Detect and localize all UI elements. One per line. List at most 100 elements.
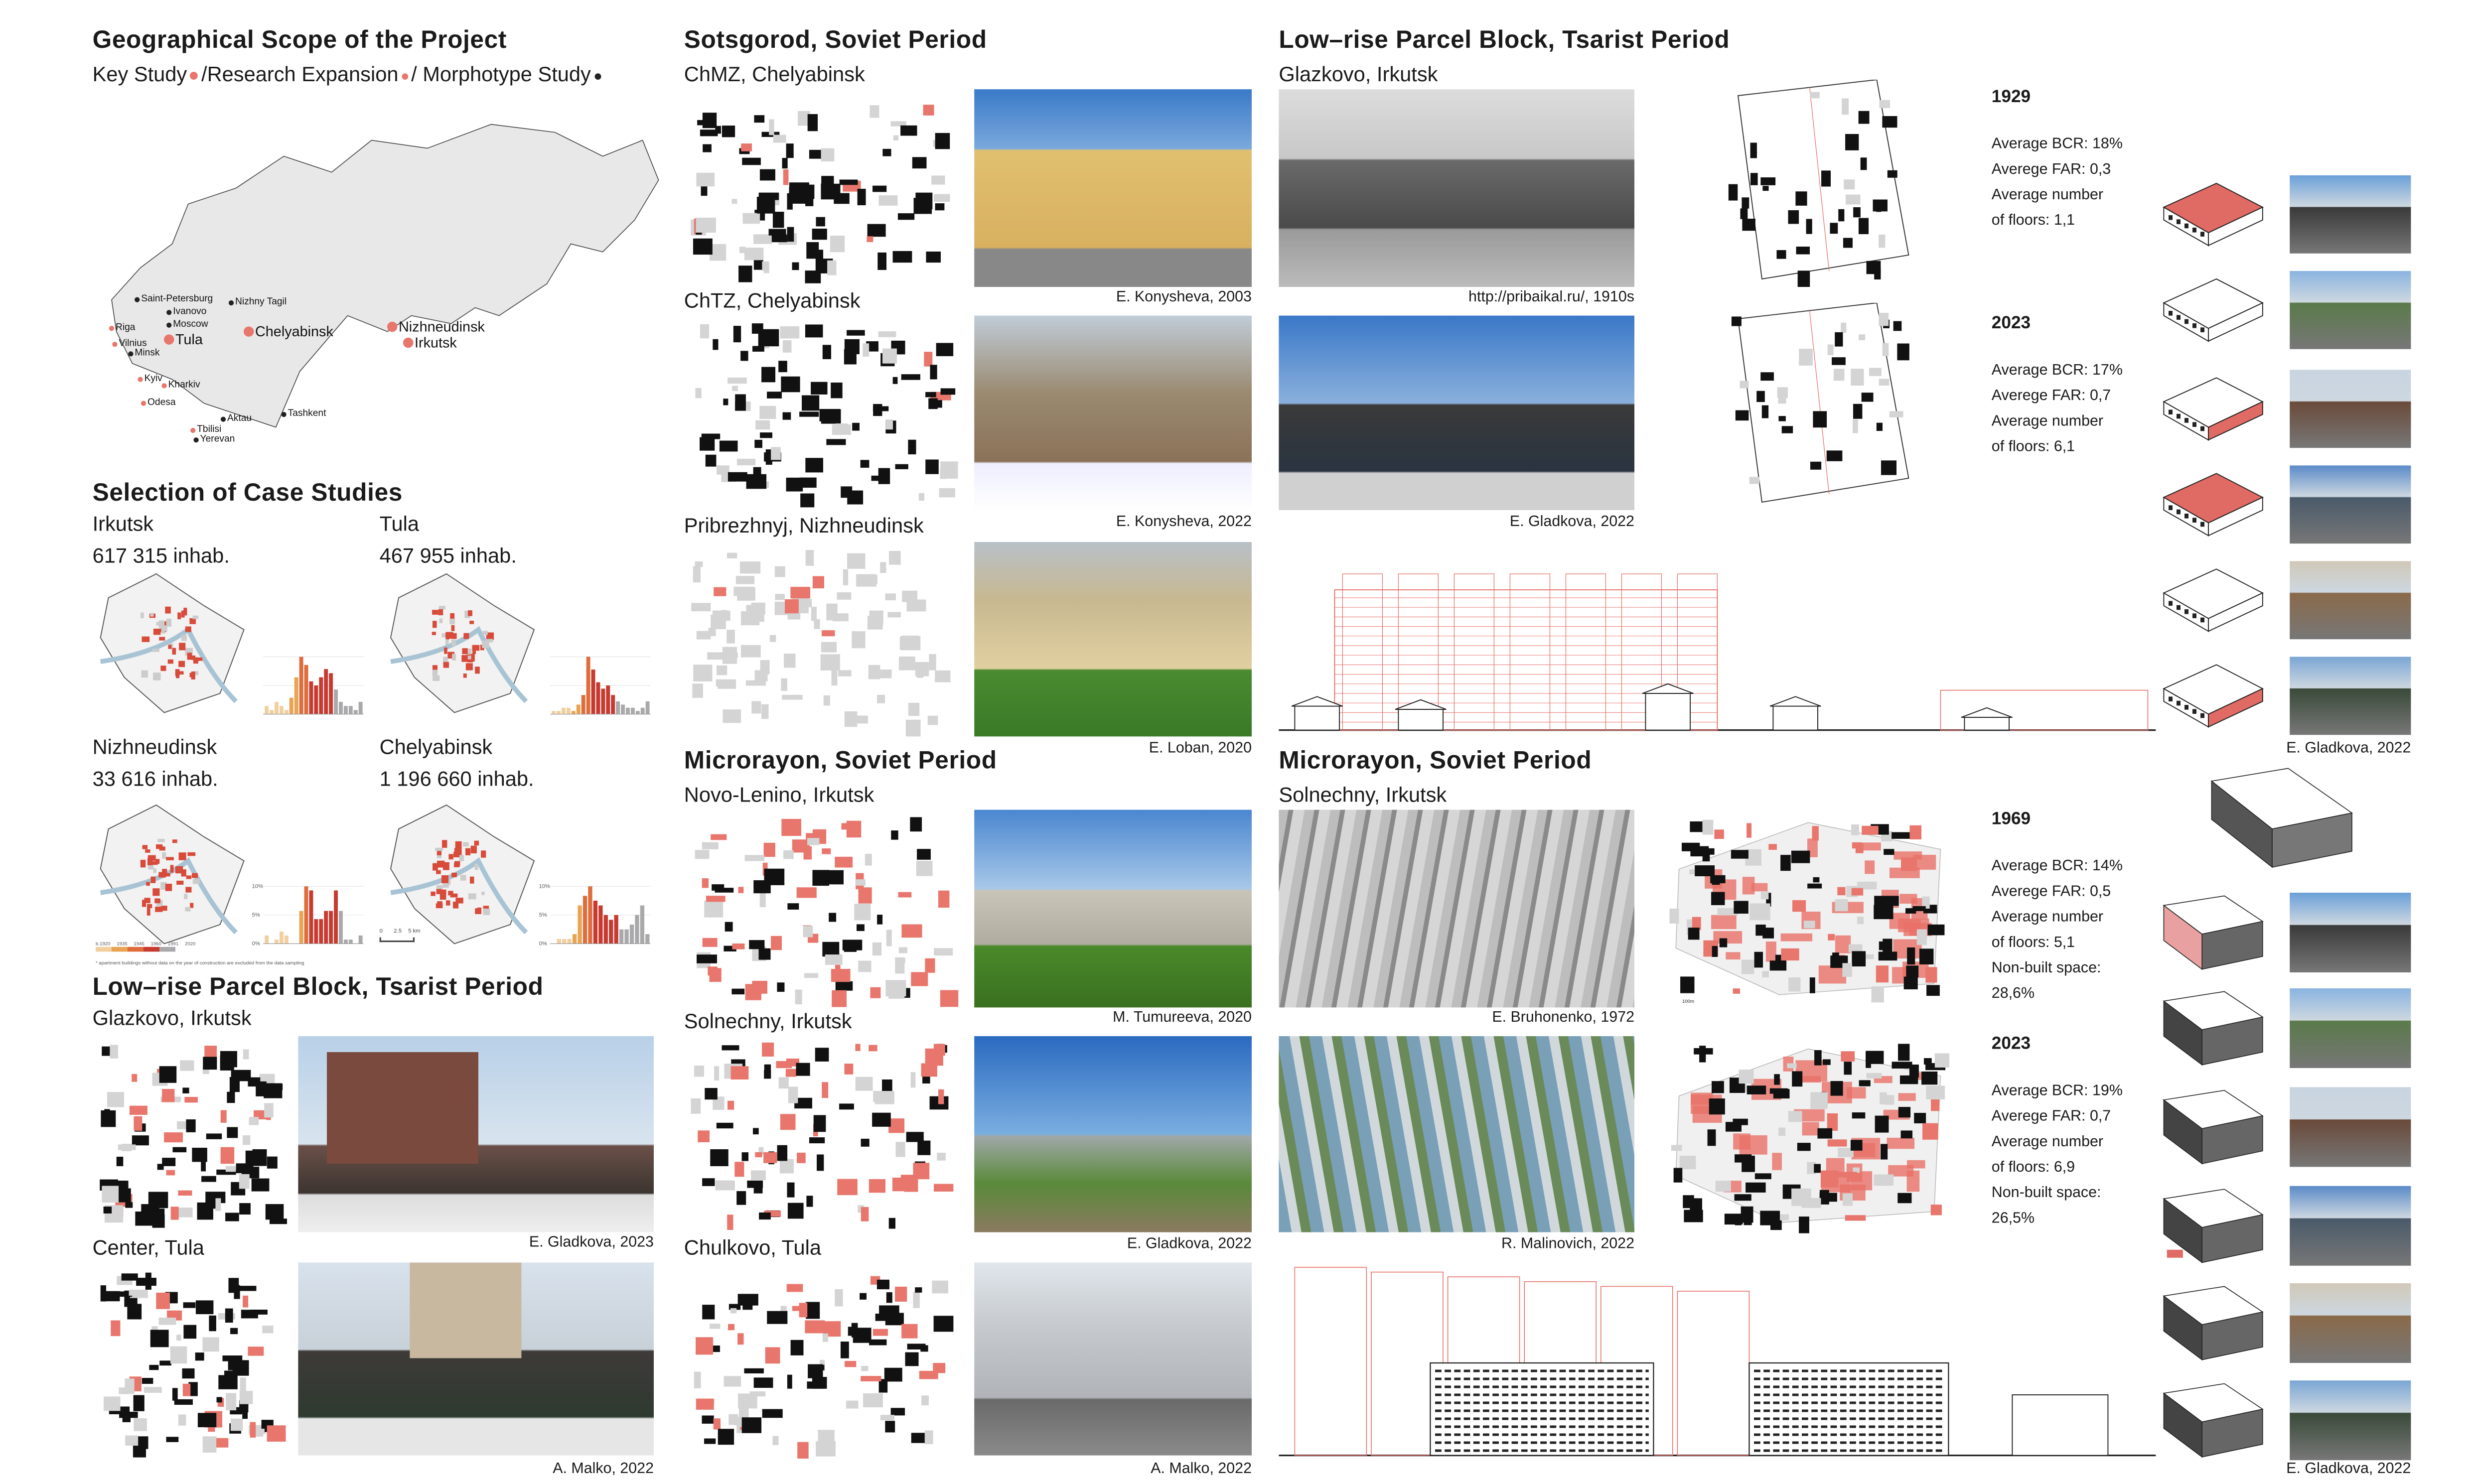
site-photo: [2290, 1380, 2411, 1461]
caption: A. Malko, 2022: [553, 1460, 654, 1478]
building-footprint: [938, 1089, 944, 1104]
building-footprint: [197, 1413, 217, 1428]
building-footprint: [1787, 1063, 1797, 1069]
building-mark: [462, 648, 468, 655]
site-photo: [2290, 271, 2411, 349]
sotsgorod-sub1: ChMZ, Chelyabinsk: [684, 62, 865, 86]
city-label: Ivanovo: [173, 306, 206, 316]
tower-outline: [1677, 573, 1718, 731]
building-footprint: [697, 120, 707, 126]
histogram: [263, 656, 364, 715]
building-footprint: [736, 458, 756, 466]
micro-mid-sub3: Chulkovo, Tula: [684, 1235, 821, 1259]
caption: M. Tumureeva, 2020: [1113, 1009, 1252, 1027]
window: [2177, 605, 2181, 610]
building-footprint: [1822, 1059, 1831, 1065]
building-footprint: [901, 635, 919, 649]
building-footprint: [787, 227, 794, 242]
building-footprint: [835, 856, 853, 868]
scale-line: [379, 937, 415, 943]
window: [2192, 422, 2196, 427]
city-label: Tbilisi: [197, 424, 221, 434]
building-footprint: [1845, 1215, 1866, 1221]
isometric-building: [2163, 1089, 2264, 1165]
building-footprint: [135, 1212, 152, 1226]
building-footprint: [1780, 855, 1791, 871]
caption: E. Bruhonenko, 1972: [1492, 1009, 1634, 1027]
building-footprint: [732, 386, 738, 391]
building-footprint: [806, 1196, 813, 1207]
building-footprint: [243, 1295, 249, 1308]
tsarist-left-sub1: Glazkovo, Irkutsk: [92, 1006, 252, 1030]
building-footprint: [852, 422, 860, 431]
building-footprint: [1814, 1050, 1822, 1066]
building-mark: [432, 632, 436, 635]
building-footprint: [938, 890, 950, 908]
building-footprint: [846, 820, 862, 838]
building-footprint: [129, 1289, 148, 1296]
building-footprint: [920, 1345, 928, 1352]
building-footprint: [892, 1177, 910, 1192]
building-footprint: [861, 1365, 869, 1371]
building-footprint: [1778, 1127, 1786, 1136]
building-footprint: [1762, 186, 1769, 191]
building-footprint: [188, 1382, 198, 1396]
histogram-bar: [576, 704, 581, 714]
histogram-bar: [324, 669, 328, 714]
building-footprint: [202, 1436, 217, 1453]
building-footprint: [1887, 170, 1897, 178]
building-mark: [192, 879, 200, 884]
building-footprint: [714, 1066, 720, 1081]
building-footprint: [905, 719, 921, 737]
building-footprint: [755, 1152, 762, 1158]
histogram-bar: [284, 710, 289, 714]
open-space: [1802, 1122, 1819, 1136]
building-mark: [468, 893, 476, 900]
scale-label-0: 0: [379, 928, 383, 935]
building-footprint: [1741, 1206, 1753, 1223]
building-footprint: [250, 1309, 268, 1315]
building-mark: [148, 863, 154, 870]
building-footprint: [1750, 142, 1757, 158]
building-footprint: [100, 1285, 107, 1302]
case-city-map: [100, 804, 245, 944]
histogram-bar: [294, 677, 298, 714]
building-footprint: [779, 1159, 794, 1174]
building-mark: [435, 847, 443, 851]
building-mark: [157, 838, 165, 842]
building-footprint: [753, 234, 772, 244]
histogram-bar: [645, 934, 650, 944]
building-mark: [454, 848, 462, 856]
histogram-bar: [596, 682, 600, 714]
building-footprint: [1733, 988, 1740, 994]
building-footprint: [901, 374, 920, 380]
building-footprint: [1882, 343, 1889, 356]
building-footprint: [847, 330, 865, 336]
building-footprint: [1788, 1111, 1802, 1122]
building-footprint: [1934, 1053, 1950, 1068]
building-footprint: [731, 988, 745, 995]
building-footprint: [1760, 372, 1774, 381]
stats-1929: Average BCR: 18% Averege FAR: 0,3 Averag…: [1991, 135, 2123, 230]
building-footprint: [939, 488, 955, 498]
building-footprint: [822, 1082, 829, 1098]
facade: [2208, 302, 2263, 342]
building-footprint: [1740, 208, 1748, 219]
window: [2177, 413, 2181, 419]
building-footprint: [205, 1192, 226, 1204]
building-footprint: [1905, 908, 1916, 914]
building-footprint: [1885, 1095, 1894, 1105]
building-footprint: [844, 943, 857, 952]
histogram-bar: [640, 707, 645, 714]
building-footprint: [787, 193, 793, 210]
building-mark: [172, 839, 177, 843]
building-footprint: [1916, 929, 1927, 945]
building-mark: [439, 618, 443, 623]
tower-outline: [1454, 573, 1495, 731]
histogram-tick: 5%: [252, 912, 260, 918]
building-mark: [155, 629, 160, 634]
building-footprint: [784, 654, 796, 668]
building-footprint: [1695, 865, 1715, 876]
building-footprint: [713, 1096, 725, 1110]
building-footprint: [812, 228, 827, 240]
